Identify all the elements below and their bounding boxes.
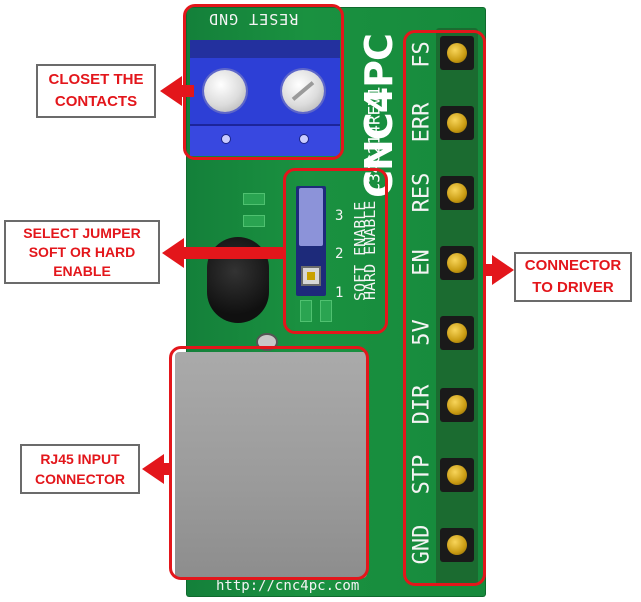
callout-text: ENABLE [53,262,111,279]
highlight-driver-connector [403,30,486,586]
gold-pin-icon [447,535,467,555]
arrow-shaft [182,247,286,259]
callout-text: CONNECTOR [35,471,125,487]
gold-pin-icon [447,113,467,133]
driver-pin-en [440,246,474,280]
brand-area: CNC4PC C34G214REV1 [339,34,401,198]
arrow-left-icon [160,76,182,106]
driver-pin-stp [440,458,474,492]
jumper-pin-2-label: 2 [335,246,344,262]
callout-text: RJ45 INPUT [40,451,120,467]
pad [300,300,312,322]
pad [320,300,332,322]
callout-text: CLOSET THE [48,71,144,88]
terminal-block-base [190,124,340,156]
rj45-connector [175,352,367,578]
terminal-hole-left [221,134,231,144]
board-url: http://cnc4pc.com [216,578,360,594]
jumper-pin-core [307,272,315,280]
callout-text: CONNECTOR [524,257,622,274]
callout-text: CONTACTS [54,93,138,110]
gold-pin-icon [447,183,467,203]
jumper-pin-1-icon [301,266,321,286]
jumper-cap[interactable] [299,188,323,246]
callout-select-jumper: SELECT JUMPER SOFT OR HARD ENABLE [4,220,160,284]
gold-pin-icon [447,323,467,343]
arrow-shaft [486,264,494,276]
callout-text: SELECT JUMPER [23,224,141,241]
driver-pin-gnd [440,528,474,562]
callout-text: SOFT OR HARD [28,243,136,260]
gold-pin-icon [447,43,467,63]
driver-pin-res [440,176,474,210]
callout-text: TO DRIVER [532,279,614,296]
driver-pin-dir [440,388,474,422]
driver-pin-5v [440,316,474,350]
screw-gnd-icon [282,70,324,112]
highlight-jumper [283,168,388,334]
pad [243,193,265,205]
callout-rj45-input: RJ45 INPUT CONNECTOR [20,444,140,494]
arrow-left-icon [162,238,184,268]
callout-close-contacts: CLOSET THE CONTACTS [36,64,156,118]
gold-pin-icon [447,395,467,415]
arrow-left-icon [142,454,164,484]
driver-pin-err [440,106,474,140]
gold-pin-icon [447,465,467,485]
screw-reset-icon [204,70,246,112]
pad [243,215,265,227]
jumper-pin-1-label: 1 [335,285,344,301]
terminal-block-top [190,40,340,58]
driver-pin-fs [440,36,474,70]
jumper-pin-3-label: 3 [335,208,344,224]
arrow-right-icon [492,255,514,285]
jumper-header[interactable] [296,186,326,296]
terminal-block [190,40,340,156]
gold-pin-icon [447,253,467,273]
callout-connector-driver: CONNECTOR TO DRIVER [514,252,632,302]
arrow-shaft [180,85,194,97]
highlight-rj45 [169,346,369,580]
arrow-shaft [162,463,172,475]
terminal-hole-right [299,134,309,144]
highlight-terminal [183,4,344,160]
